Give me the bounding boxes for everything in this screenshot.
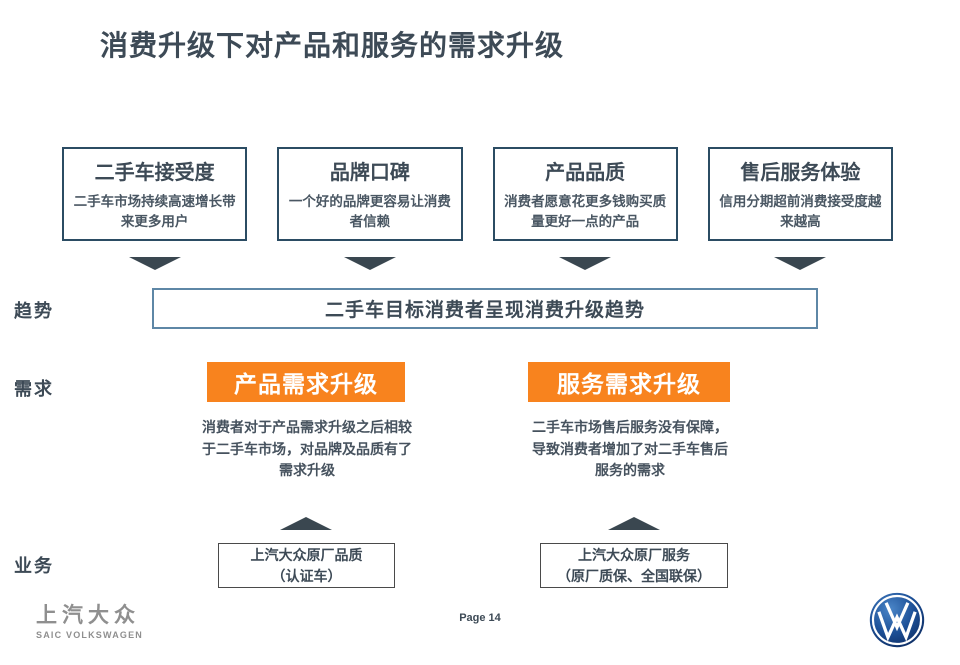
arrow-up-icon: [280, 517, 332, 530]
saic-volkswagen-wordmark: 上汽大众 SAIC VOLKSWAGEN: [36, 599, 143, 640]
driver-box-product-quality: 产品品质 消费者愿意花更多钱购买质量更好一点的产品: [492, 147, 678, 241]
driver-box-title: 产品品质: [545, 162, 626, 185]
brand-name-en: SAIC VOLKSWAGEN: [36, 630, 144, 640]
driver-box-used-car-acceptance: 二手车接受度 二手车市场持续高速增长带来更多用户: [62, 147, 248, 241]
demand-body-service: 二手车市场售后服务没有保障，导致消费者增加了对二手车售后服务的需求: [532, 419, 728, 479]
slide-title: 消费升级下对产品和服务的需求升级: [100, 30, 565, 61]
page-number: Page 14: [459, 612, 501, 624]
driver-box-title: 品牌口碑: [329, 162, 410, 185]
brand-name-cn: 上汽大众: [36, 604, 140, 627]
driver-box-body: 消费者愿意花更多钱购买质量更好一点的产品: [504, 194, 667, 229]
row-label-business: 业务: [14, 556, 54, 576]
demand-heading-service: 服务需求升级: [528, 362, 730, 402]
arrow-down-icon: [343, 257, 396, 270]
vw-logo-icon: [869, 592, 925, 648]
business-box-line1: 上汽大众原厂品质: [250, 546, 363, 563]
driver-box-after-sales-experience: 售后服务体验 信用分期超前消费接受度越来越高: [707, 147, 893, 241]
row-label-demand: 需求: [14, 379, 54, 399]
driver-box-title: 二手车接受度: [94, 162, 215, 185]
down-arrows-row: [62, 257, 893, 270]
arrow-up-icon: [608, 517, 660, 530]
arrow-down-icon: [774, 257, 827, 270]
driver-box-brand-reputation: 品牌口碑 一个好的品牌更容易让消费者信赖: [277, 147, 463, 241]
driver-box-body: 二手车市场持续高速增长带来更多用户: [73, 194, 236, 229]
driver-box-body: 一个好的品牌更容易让消费者信赖: [288, 194, 451, 229]
trend-bar: 二手车目标消费者呈现消费升级趋势: [152, 288, 818, 329]
business-box-line2: （原厂质保、全国联保）: [557, 567, 711, 584]
driver-boxes-row: 二手车接受度 二手车市场持续高速增长带来更多用户 品牌口碑 一个好的品牌更容易让…: [62, 147, 893, 241]
business-box-line1: 上汽大众原厂服务: [578, 546, 690, 563]
demand-body-product: 消费者对于产品需求升级之后相较于二手车市场，对品牌及品质有了需求升级: [202, 419, 412, 479]
driver-box-body: 信用分期超前消费接受度越来越高: [719, 194, 882, 229]
arrow-down-icon: [559, 257, 612, 270]
driver-box-title: 售后服务体验: [740, 162, 861, 185]
arrow-down-icon: [128, 257, 181, 270]
demand-heading-product: 产品需求升级: [207, 362, 405, 402]
business-box-oem-quality: 上汽大众原厂品质 （认证车）: [218, 543, 395, 588]
business-box-oem-service: 上汽大众原厂服务 （原厂质保、全国联保）: [540, 543, 728, 588]
row-label-trend: 趋势: [14, 301, 54, 321]
business-box-line2: （认证车）: [271, 567, 342, 584]
